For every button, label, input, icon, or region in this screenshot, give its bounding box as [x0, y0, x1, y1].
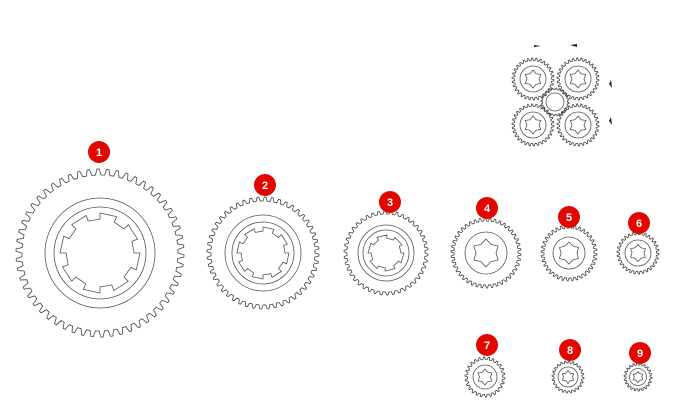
- callout-badges: 1 2 3 4 5 6 7 8 9: [88, 141, 651, 364]
- gear-hub-ring: [629, 368, 647, 386]
- gear-teeth: [551, 360, 585, 394]
- callout-label: 3: [387, 197, 393, 209]
- gear-teeth: [511, 103, 555, 147]
- gear-hub-ring: [224, 214, 302, 292]
- planet-gear-4: [556, 103, 600, 147]
- gear-2: [206, 196, 320, 310]
- gear-hub-ring: [472, 364, 498, 390]
- gear-hub-ring: [552, 236, 586, 270]
- badge-circle: [254, 174, 276, 196]
- gear-3: [343, 210, 429, 296]
- planet-gear-3: [511, 103, 555, 147]
- gear-teeth: [464, 356, 506, 398]
- badge-circle: [476, 334, 498, 356]
- gears-layer: [15, 168, 660, 398]
- star-bore: [630, 243, 646, 263]
- gear-hub-ring: [564, 111, 592, 139]
- gear-hub-ring: [557, 366, 579, 388]
- gear-hub-ring: [231, 221, 295, 285]
- gear-hub-ring: [519, 65, 547, 93]
- star-bore: [569, 115, 587, 135]
- callout-badge: 5: [558, 206, 580, 228]
- callout-badge: 3: [379, 191, 401, 213]
- star-bore: [558, 241, 580, 265]
- star-bore: [473, 238, 499, 268]
- large-gear-1: [15, 168, 185, 338]
- gear-hub-ring: [53, 206, 147, 300]
- gear-hub-ring: [357, 224, 415, 282]
- badge-circle: [379, 191, 401, 213]
- gear-hub-ring: [624, 239, 652, 267]
- spline-bore: [59, 212, 141, 294]
- gear-hub-ring: [362, 229, 410, 277]
- direction-arrow-icon: [609, 117, 612, 125]
- callout-label: 5: [566, 212, 572, 224]
- callout-badge: 4: [476, 197, 498, 219]
- callout-badge: 7: [476, 334, 498, 356]
- planet-gear-1: [511, 57, 555, 101]
- callout-label: 1: [96, 147, 102, 159]
- badge-circle: [558, 206, 580, 228]
- gear-8: [551, 360, 585, 394]
- gear-hub-ring: [564, 65, 592, 93]
- gear-teeth: [623, 362, 653, 392]
- gear-teeth: [540, 224, 598, 282]
- badge-circle: [476, 197, 498, 219]
- callout-badge: 8: [559, 339, 581, 361]
- gear-5: [540, 224, 598, 282]
- star-bore: [569, 69, 587, 89]
- direction-arrow-icon: [609, 80, 612, 88]
- star-bore: [561, 369, 575, 385]
- gear-teeth: [206, 196, 320, 310]
- callout-label: 2: [262, 180, 268, 192]
- callout-badge: 9: [629, 342, 651, 364]
- star-bore: [524, 115, 542, 135]
- callout-badge: 6: [628, 212, 650, 234]
- callout-label: 8: [567, 345, 573, 357]
- callout-label: 7: [484, 340, 490, 352]
- spline-bore: [367, 234, 405, 272]
- direction-arrow-icon: [534, 45, 541, 47]
- spline-bore: [236, 226, 290, 280]
- gear-teeth: [450, 217, 522, 289]
- gear-teeth: [343, 210, 429, 296]
- gear-hub-ring: [545, 92, 565, 112]
- badge-circle: [88, 141, 110, 163]
- gear-teeth: [540, 87, 570, 117]
- callout-label: 4: [484, 203, 491, 215]
- badge-circle: [559, 339, 581, 361]
- planet-gear-2: [556, 57, 600, 101]
- sun-gear: [540, 87, 570, 117]
- callout-label: 6: [636, 218, 642, 230]
- gear-9: [623, 362, 653, 392]
- gear-hub-ring: [519, 111, 547, 139]
- planetary-assembly: [511, 44, 612, 147]
- gear-teeth: [556, 57, 600, 101]
- direction-arrow-icon: [570, 44, 577, 47]
- star-bore: [477, 368, 493, 386]
- badge-circle: [629, 342, 651, 364]
- badge-circle: [628, 212, 650, 234]
- callout-badge: 2: [254, 174, 276, 196]
- gear-teeth: [15, 168, 185, 338]
- gear-teeth: [556, 103, 600, 147]
- callout-label: 9: [637, 348, 643, 360]
- gear-teeth: [511, 57, 555, 101]
- gear-hub-ring: [44, 197, 156, 309]
- callout-badge: 1: [88, 141, 110, 163]
- star-bore: [524, 69, 542, 89]
- gear-teeth: [616, 231, 660, 275]
- gear-6: [616, 231, 660, 275]
- gear-7: [464, 356, 506, 398]
- star-bore: [632, 370, 644, 384]
- gear-4: [450, 217, 522, 289]
- gear-hub-ring: [464, 231, 508, 275]
